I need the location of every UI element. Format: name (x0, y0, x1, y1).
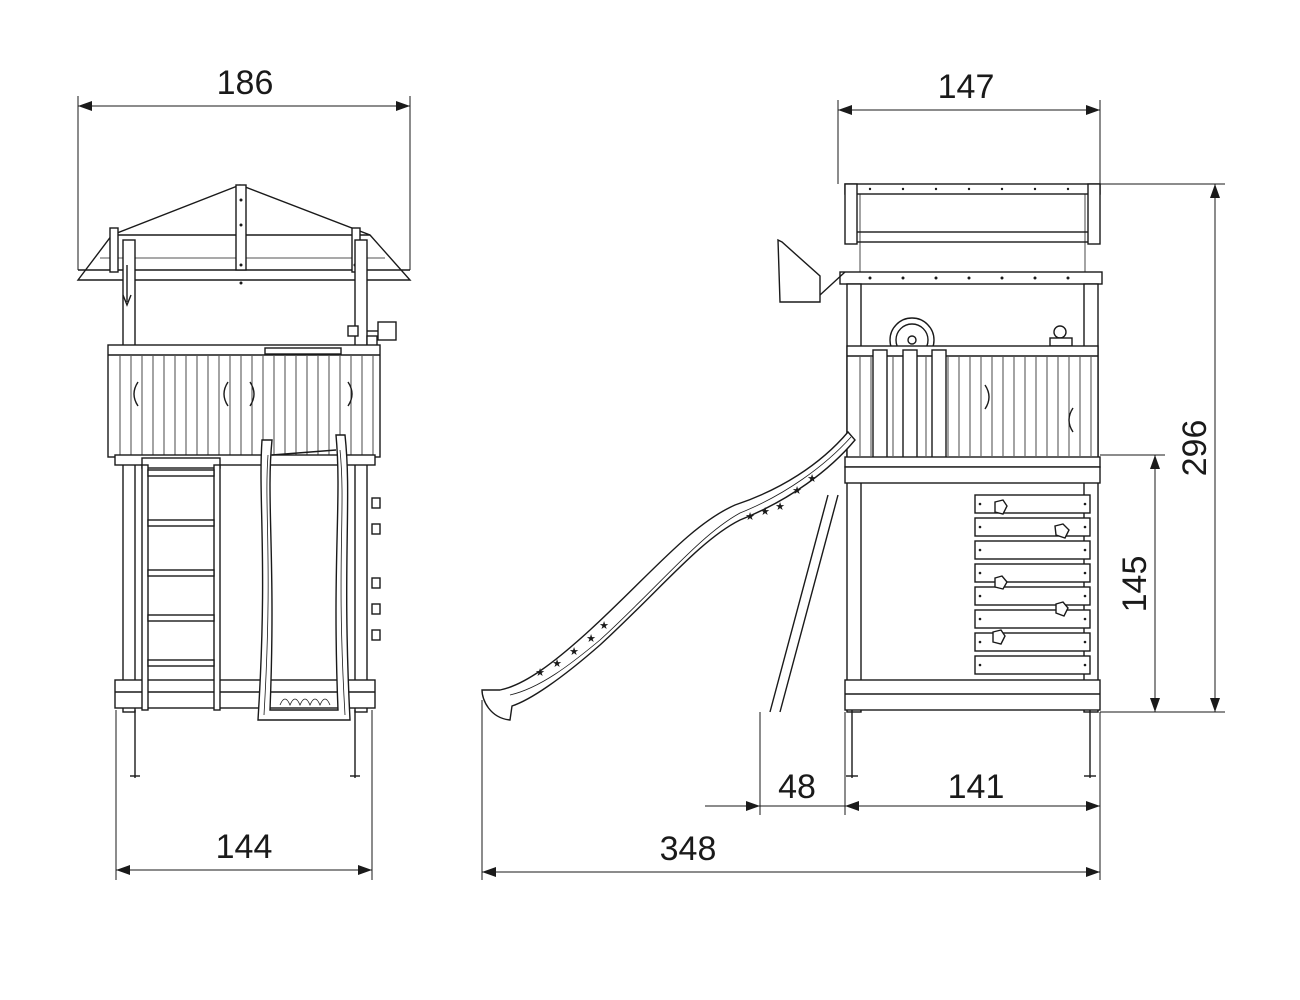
dimension-total-length: 348 (481, 700, 1100, 880)
climbing-wall-board (974, 609, 1091, 629)
side-slide: ★★★★★★★★★★ (481, 430, 856, 721)
ladder-rung (147, 469, 215, 477)
dimension-platform-height: 145 (1100, 454, 1165, 712)
ladder (141, 464, 221, 711)
dim-label-slide-offset: 48 (778, 768, 816, 806)
star-icon: ★ (792, 484, 802, 497)
side-roof-frame (839, 183, 1103, 285)
dim-label-front-bottom: 144 (216, 828, 273, 866)
climbing-wall-board (974, 517, 1091, 537)
dimension-side-top: 147 (837, 68, 1101, 184)
front-slide (257, 434, 351, 721)
star-icon: ★ (535, 666, 545, 679)
front-post-left (122, 239, 136, 713)
climbing-wall-board (974, 586, 1091, 606)
star-icon: ★ (552, 657, 562, 670)
climbing-wall-board (974, 632, 1091, 652)
ladder-rung (147, 614, 215, 622)
dimension-front-top: 186 (77, 64, 411, 270)
ladder-rung (147, 569, 215, 577)
side-view: ★★★★★★★★★★ (481, 183, 1103, 778)
star-icon: ★ (775, 500, 785, 513)
climbing-wall-board (974, 494, 1091, 514)
flag (777, 238, 821, 303)
star-icon: ★ (807, 472, 817, 485)
star-icon: ★ (760, 505, 770, 518)
star-icon: ★ (745, 510, 755, 523)
dim-label-front-top: 186 (217, 64, 274, 102)
climbing-wall-board (974, 655, 1091, 675)
telescope-icon (347, 321, 397, 347)
ladder-rung (147, 659, 215, 667)
climbing-wall (974, 494, 1091, 675)
side-lower-frame (844, 456, 1101, 711)
star-icon: ★ (586, 632, 596, 645)
front-lower-frame (114, 454, 376, 709)
dim-label-platform-height: 145 (1116, 556, 1154, 613)
telescope-icon (1049, 325, 1073, 347)
front-upper-wall (107, 344, 381, 458)
dim-label-total-length: 348 (660, 830, 717, 868)
climbing-hold-icon (992, 499, 1070, 645)
star-icon: ★ (599, 619, 609, 632)
ladder-rung (147, 519, 215, 527)
dim-label-side-top: 147 (938, 68, 995, 106)
star-icon: ★ (569, 645, 579, 658)
dimension-front-bottom: 144 (115, 710, 373, 880)
front-post-right (354, 239, 368, 713)
front-view (76, 184, 412, 778)
dim-label-total-height: 296 (1176, 420, 1214, 477)
side-upper-wall (846, 345, 1099, 466)
dimension-base-depth: 141 (845, 712, 1101, 880)
dimension-total-height: 296 (1100, 183, 1225, 713)
climbing-hold-icon (371, 497, 381, 641)
dim-label-base-depth: 141 (948, 768, 1005, 806)
dimension-slide-offset: 48 (705, 712, 846, 815)
climbing-wall-board (974, 563, 1091, 583)
climbing-wall-board (974, 540, 1091, 560)
